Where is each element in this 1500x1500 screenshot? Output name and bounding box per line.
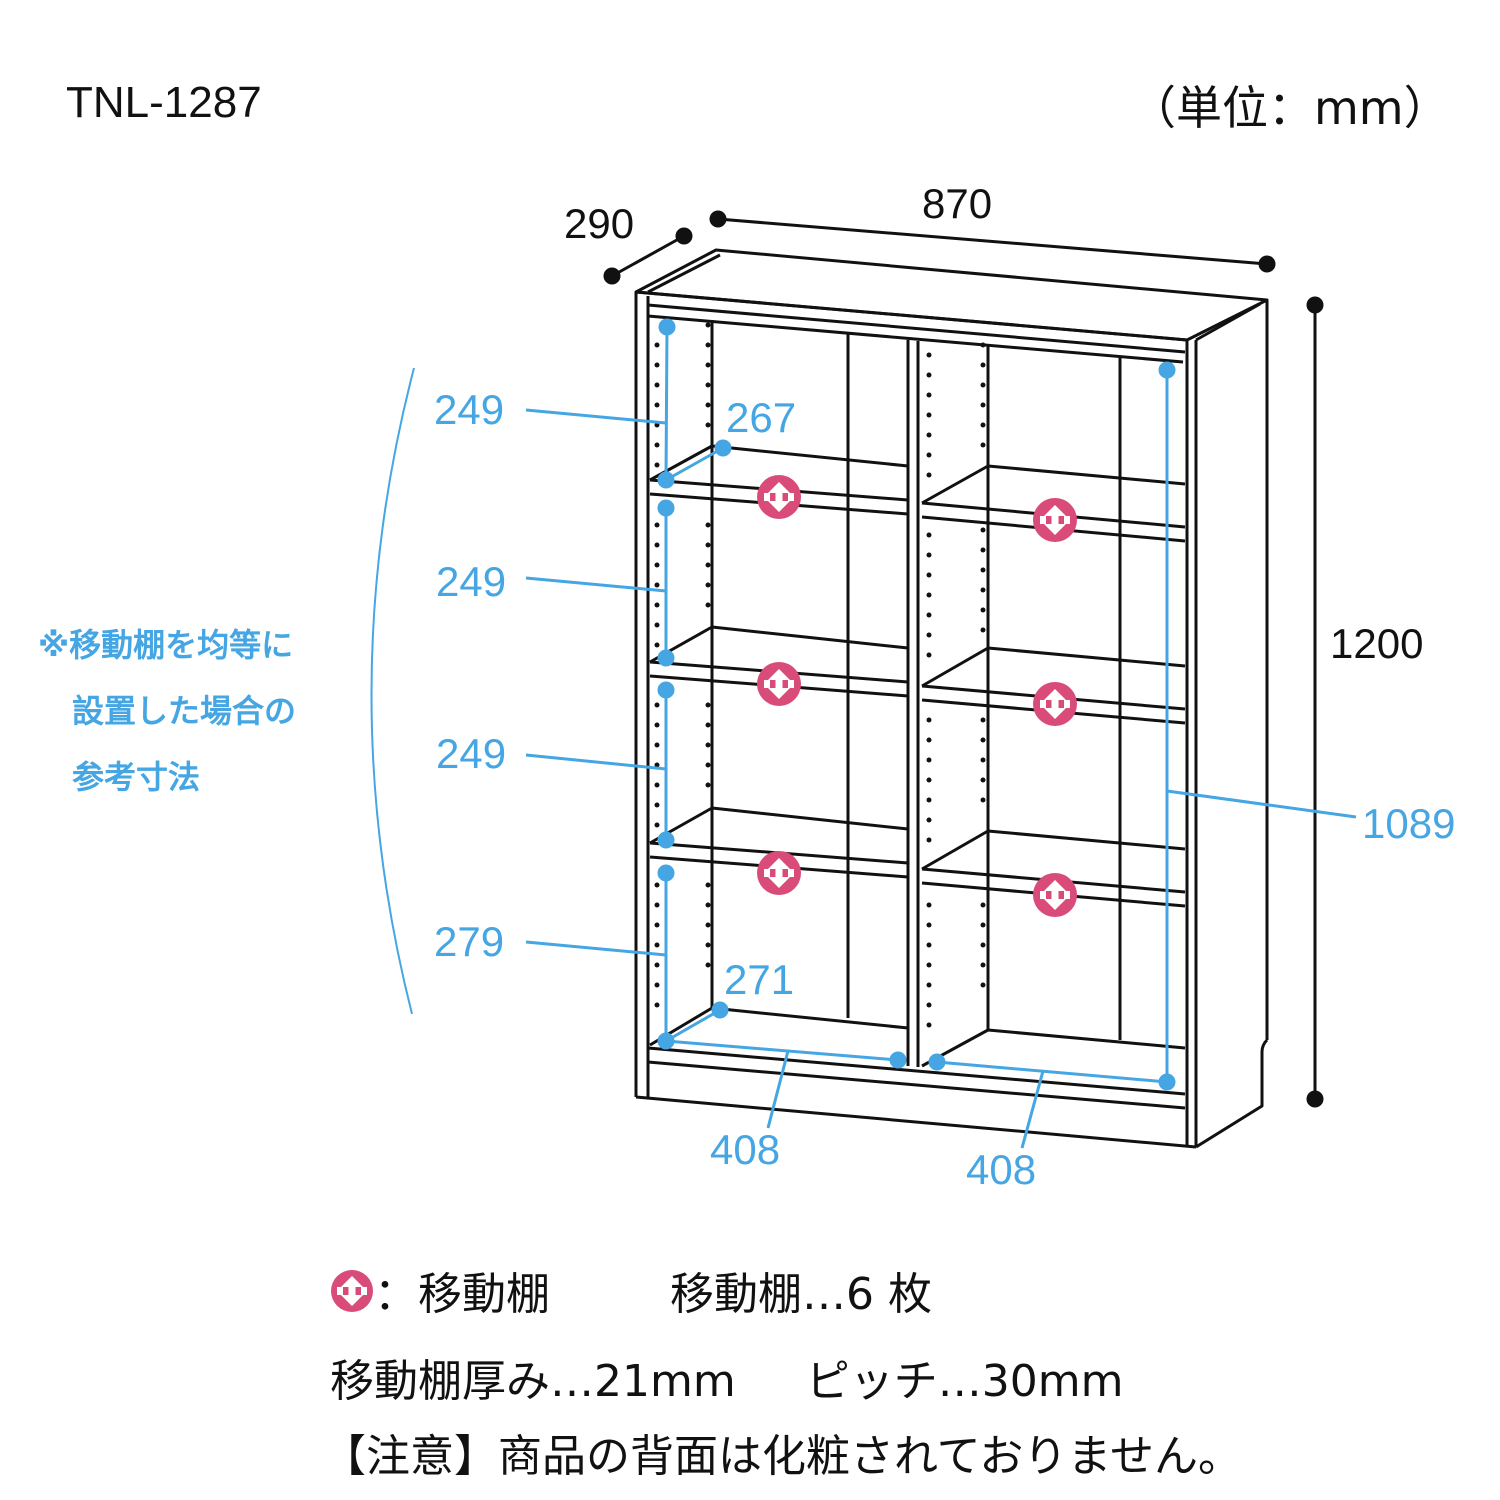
top-depth-label: 267 — [726, 394, 797, 441]
left-inner-width-label: 408 — [710, 1126, 781, 1173]
shelf-pitch: ピッチ…30mm — [805, 1356, 1124, 1407]
shelf-spacing-label-2: 249 — [436, 558, 507, 605]
shelf-spacing-label-4: 279 — [434, 918, 505, 965]
width-label: 870 — [922, 180, 993, 227]
note-line-3: 参考寸法 — [72, 758, 201, 796]
height-label: 1200 — [1330, 620, 1424, 667]
note-line-1: ※移動棚を均等に — [38, 626, 294, 664]
reference-dimension-note: ※移動棚を均等に 設置した場合の 参考寸法 — [38, 612, 296, 810]
shelf-spacing-label-3: 249 — [436, 730, 507, 777]
shelf-count: 移動棚…6 枚 — [670, 1269, 932, 1320]
shelf-peg-holes — [654, 322, 986, 1028]
bottom-depth-label: 271 — [724, 956, 795, 1003]
movable-shelf-icon — [1033, 682, 1077, 726]
height-dimension-line — [1306, 296, 1324, 1108]
caution-note: 【注意】商品の背面は化粧されておりません。 — [322, 1431, 1243, 1482]
right-inner-width-label: 408 — [966, 1146, 1037, 1193]
note-line-2: 設置した場合の — [72, 692, 297, 730]
depth-dimension-line — [603, 227, 693, 285]
movable-shelf-icon — [757, 475, 801, 519]
shelf-spacing-label-1: 249 — [434, 386, 505, 433]
legend-label: ：移動棚 — [374, 1269, 550, 1320]
model-number: TNL-1287 — [66, 78, 262, 127]
inner-height-label: 1089 — [1362, 800, 1456, 847]
blue-dimension-lines — [370, 318, 1357, 1149]
movable-shelf-icon — [1033, 498, 1077, 542]
movable-shelf-icon — [757, 851, 801, 895]
movable-shelf-icon — [331, 1270, 373, 1312]
legend: ：移動棚 移動棚…6 枚 — [330, 1258, 932, 1322]
unit-label: （単位：mm） — [1130, 81, 1450, 135]
right-bottom-floor — [921, 1028, 1186, 1068]
movable-shelf-icon — [757, 662, 801, 706]
shelf-thickness: 移動棚厚み…21mm — [330, 1356, 736, 1407]
shelf-specs: 移動棚厚み…21mm ピッチ…30mm — [330, 1345, 1123, 1409]
movable-shelf-icon — [1033, 873, 1077, 917]
width-dimension-line — [709, 210, 1276, 273]
depth-label: 290 — [564, 200, 635, 247]
